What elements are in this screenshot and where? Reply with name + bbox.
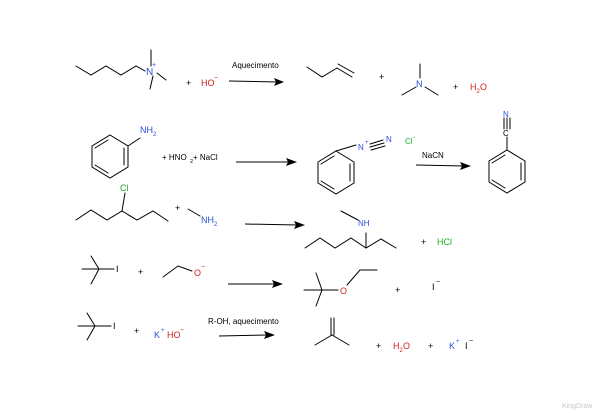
- chloride-label: Cl: [405, 137, 413, 146]
- hydroxide-label: HO: [201, 78, 215, 88]
- plus-sign: +: [138, 267, 143, 277]
- svg-text:2: 2: [214, 222, 218, 228]
- svg-text:O: O: [480, 82, 487, 92]
- svg-text:−: −: [436, 279, 440, 286]
- amine-nitrogen-label: N: [416, 79, 423, 89]
- reaction-5: I + K + HO − R-OH, aquecimento + H 2 O +…: [77, 312, 473, 354]
- reaction-arrow: [228, 280, 283, 288]
- hcl-label: HCl: [437, 237, 452, 247]
- plus-sign: +: [175, 203, 180, 213]
- ethoxide-oxygen-label: O: [194, 268, 201, 278]
- reaction-3: Cl + NH 2 NH + HCl: [75, 183, 452, 249]
- hydroxide-label: HO: [167, 330, 181, 340]
- tert-butyl-iodide: I: [77, 312, 116, 341]
- reaction-2: NH 2 + HNO 2 + NaCl N + N Cl − NaCN: [91, 110, 526, 195]
- benzenediazonium: N + N: [317, 135, 392, 195]
- svg-text:2: 2: [400, 348, 404, 354]
- diazotization-reagents: + HNO 2 + NaCl: [162, 153, 218, 165]
- reaction-arrow: [228, 78, 284, 86]
- 3-chlorohexane: Cl: [75, 183, 169, 222]
- benzonitrile: C N: [488, 110, 526, 194]
- diazo-n1-label: N: [358, 143, 364, 152]
- chlorine-label: Cl: [120, 183, 129, 193]
- potassium-label: K: [154, 330, 160, 340]
- plus-sign: +: [453, 82, 458, 92]
- butyl-trimethylammonium: N +: [75, 49, 167, 90]
- isobutylene: [314, 317, 350, 346]
- plus-sign: +: [379, 72, 384, 82]
- aniline: NH 2: [91, 125, 157, 179]
- reaction-arrow: [244, 221, 305, 229]
- plus-sign: +: [134, 326, 139, 336]
- reaction-4: I + O − O + I −: [81, 255, 440, 307]
- svg-text:−: −: [201, 264, 205, 271]
- reaction-arrow: [236, 158, 297, 166]
- plus-sign: +: [186, 78, 191, 88]
- tert-butyl-ethyl-ether: O: [303, 269, 378, 307]
- hydroxide-charge: −: [214, 75, 218, 82]
- nitrile-carbon-label: C: [503, 129, 509, 138]
- 1-butene: [306, 63, 355, 78]
- butyl-chain-bond: [75, 65, 146, 76]
- reaction-1: N + + HO − Aquecimento + N + H 2 O: [75, 49, 487, 96]
- ether-oxygen-label: O: [340, 286, 347, 296]
- potassium-ion-label: K: [449, 341, 455, 351]
- nitrile-nitrogen-label: N: [503, 110, 509, 119]
- ammonium-nitrogen-label: N: [146, 67, 153, 78]
- svg-text:−: −: [412, 135, 416, 141]
- methyl-bond-right: [156, 72, 167, 81]
- condition-nacn: NaCN: [422, 151, 444, 160]
- svg-text:O: O: [403, 341, 410, 351]
- svg-text:+ HNO: + HNO: [162, 153, 187, 162]
- trimethylamine: N: [401, 63, 439, 96]
- plus-sign: +: [428, 341, 433, 351]
- n-methylhexan-3-amine: NH: [304, 210, 397, 249]
- reaction-arrow: [415, 162, 471, 170]
- svg-text:+: +: [365, 140, 369, 146]
- svg-text:−: −: [469, 338, 473, 345]
- svg-text:+ NaCl: + NaCl: [193, 153, 218, 162]
- ammonium-charge: +: [152, 62, 156, 69]
- svg-text:+: +: [161, 328, 165, 334]
- methylamine-label: NH: [201, 215, 214, 225]
- tert-butyl-iodide: I: [81, 255, 119, 285]
- diazo-n2-label: N: [386, 135, 392, 144]
- iodine-label: I: [116, 264, 119, 274]
- ethoxide: O −: [162, 264, 205, 278]
- plus-sign: +: [376, 341, 381, 351]
- plus-sign: +: [421, 237, 426, 247]
- condition-heating: Aquecimento: [232, 61, 279, 70]
- secondary-amine-label: NH: [358, 219, 370, 228]
- svg-text:2: 2: [477, 89, 481, 95]
- iodide-label: I: [465, 341, 468, 351]
- svg-text:+: +: [456, 339, 460, 345]
- svg-text:H: H: [470, 82, 477, 92]
- condition-roh-heating: R-OH, aquecimento: [208, 317, 279, 326]
- potassium-hydroxide: K + HO −: [154, 327, 184, 340]
- methylamine: NH 2: [187, 208, 218, 228]
- watermark: KingDraw: [562, 403, 593, 410]
- svg-text:2: 2: [190, 159, 193, 165]
- amino-label: NH: [140, 125, 153, 135]
- plus-sign: +: [395, 285, 400, 295]
- svg-text:H: H: [393, 341, 400, 351]
- iodine-label: I: [113, 321, 116, 331]
- reaction-arrow: [218, 331, 275, 339]
- svg-text:−: −: [180, 327, 184, 334]
- svg-text:2: 2: [153, 132, 157, 138]
- iodide-label: I: [432, 282, 435, 292]
- methyl-bond-down: [149, 75, 154, 90]
- water-label: H 2 O: [470, 82, 487, 95]
- water-label: H 2 O: [393, 341, 410, 354]
